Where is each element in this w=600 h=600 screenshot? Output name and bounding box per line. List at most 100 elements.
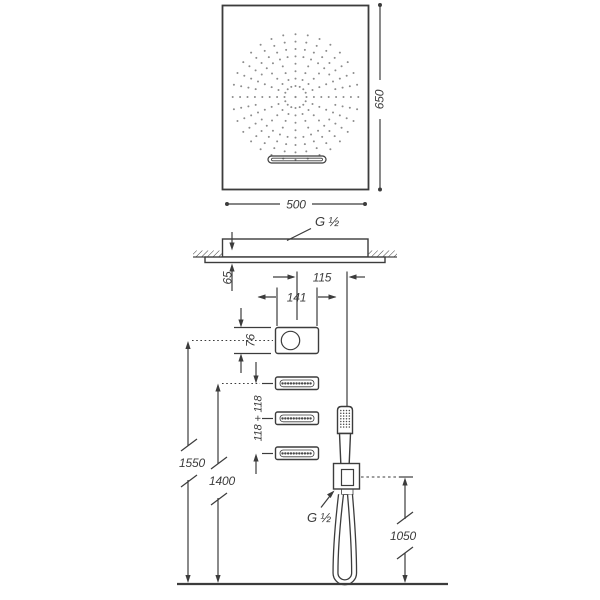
waterfall-slot-outer bbox=[267, 155, 327, 164]
hand-spray-dot bbox=[342, 418, 345, 420]
spray-dot bbox=[286, 135, 289, 138]
spray-dot bbox=[332, 80, 335, 83]
spray-dot bbox=[352, 71, 355, 74]
spray-dot bbox=[317, 72, 320, 75]
spray-dot bbox=[294, 95, 297, 99]
spray-dot bbox=[303, 143, 306, 146]
dim-panel-width: 141 bbox=[258, 287, 336, 326]
spray-dot bbox=[294, 144, 297, 146]
hand-spray-dot bbox=[348, 420, 351, 423]
spray-dot bbox=[325, 49, 328, 52]
spray-dot bbox=[270, 37, 273, 40]
dim-recess-depth: 65 bbox=[221, 232, 235, 291]
hand-spray-dot bbox=[342, 420, 345, 423]
break-mark bbox=[180, 474, 198, 488]
dimension-arrowhead bbox=[229, 263, 235, 272]
spray-dot bbox=[284, 100, 287, 103]
dim-label: 115 bbox=[313, 271, 332, 285]
spray-dot bbox=[290, 106, 293, 109]
spray-dot bbox=[285, 143, 288, 146]
spray-dot bbox=[232, 83, 235, 86]
spray-dot bbox=[294, 48, 297, 50]
spray-dot bbox=[304, 91, 307, 94]
spray-dot bbox=[328, 118, 331, 121]
spray-dot bbox=[286, 56, 289, 59]
dim-label: 1050 bbox=[390, 529, 416, 543]
dim-head-height: 650 bbox=[373, 3, 387, 192]
body-jet-3 bbox=[274, 446, 320, 461]
break-mark bbox=[210, 456, 228, 470]
spray-dot bbox=[265, 67, 268, 70]
spray-dot bbox=[302, 103, 305, 106]
spray-dot bbox=[315, 44, 318, 47]
spray-dot bbox=[276, 96, 279, 98]
spray-dot bbox=[305, 96, 308, 98]
dim-label: 118 + 118 bbox=[253, 395, 265, 442]
spray-dot bbox=[250, 114, 253, 117]
hand-spray-dot bbox=[345, 415, 348, 417]
spray-dot bbox=[256, 111, 259, 114]
spray-dot bbox=[261, 96, 264, 98]
dim-label: 1550 bbox=[179, 456, 205, 470]
spray-dot bbox=[340, 126, 343, 129]
hand-spray-dot bbox=[345, 426, 348, 428]
spray-dot bbox=[294, 40, 297, 43]
spray-dot bbox=[310, 133, 313, 136]
spray-dot bbox=[286, 103, 289, 106]
spray-dot bbox=[267, 56, 270, 59]
spray-dot bbox=[312, 140, 315, 143]
spray-dot bbox=[334, 69, 337, 72]
spray-dot bbox=[311, 88, 314, 91]
wall-bracket bbox=[332, 462, 361, 490]
spray-dot bbox=[312, 114, 315, 117]
spray-dot bbox=[325, 108, 328, 111]
spray-dot bbox=[302, 135, 305, 138]
dim-end-dot bbox=[225, 202, 229, 206]
spray-dot bbox=[255, 135, 258, 138]
dimension-arrowhead bbox=[229, 242, 235, 251]
dim-jets-height-from-floor: 1400 bbox=[209, 383, 260, 576]
spray-dot bbox=[334, 88, 337, 91]
dimension-arrowhead bbox=[238, 319, 244, 328]
spray-dot bbox=[254, 69, 257, 72]
dimension-arrowhead bbox=[185, 341, 191, 349]
hand-spray-dot bbox=[348, 418, 351, 420]
spray-dot bbox=[263, 108, 266, 111]
spray-dot bbox=[312, 51, 315, 54]
spray-dot bbox=[271, 72, 274, 75]
dimension-arrowheads bbox=[185, 242, 408, 583]
spray-dot bbox=[242, 130, 245, 133]
spray-dot bbox=[276, 114, 279, 117]
spray-dot bbox=[356, 108, 359, 111]
hand-spray-dot bbox=[348, 423, 351, 425]
spray-dot bbox=[307, 109, 310, 112]
dimension-arrowhead bbox=[287, 274, 296, 280]
spray-dot bbox=[246, 96, 249, 98]
spray-dot bbox=[255, 56, 258, 59]
spray-dot bbox=[276, 140, 279, 143]
dimension-arrowhead bbox=[253, 375, 259, 384]
spray-dot bbox=[281, 82, 284, 85]
spray-dot bbox=[357, 96, 360, 98]
spray-dot bbox=[271, 129, 274, 132]
break-mark bbox=[396, 546, 414, 560]
spray-dot bbox=[294, 121, 297, 124]
spray-dot bbox=[277, 88, 280, 91]
dim-label: 500 bbox=[286, 198, 306, 212]
spray-dot bbox=[306, 34, 309, 37]
spray-dot bbox=[338, 114, 341, 117]
spray-dot bbox=[243, 74, 246, 77]
ceiling-hatch-right bbox=[367, 250, 397, 257]
spray-dot bbox=[286, 88, 289, 91]
dim-label: 650 bbox=[373, 89, 387, 109]
spray-dot bbox=[294, 158, 297, 161]
dim-end-dot bbox=[378, 3, 382, 7]
spray-dot bbox=[260, 129, 263, 132]
spray-dot bbox=[276, 51, 279, 54]
spray-dot bbox=[323, 67, 326, 70]
dimension-arrowhead bbox=[328, 294, 337, 300]
spray-dot bbox=[323, 124, 326, 127]
spray-dot bbox=[335, 96, 338, 98]
spray-dot bbox=[265, 124, 268, 127]
hand-shower-spray-face bbox=[340, 409, 351, 428]
